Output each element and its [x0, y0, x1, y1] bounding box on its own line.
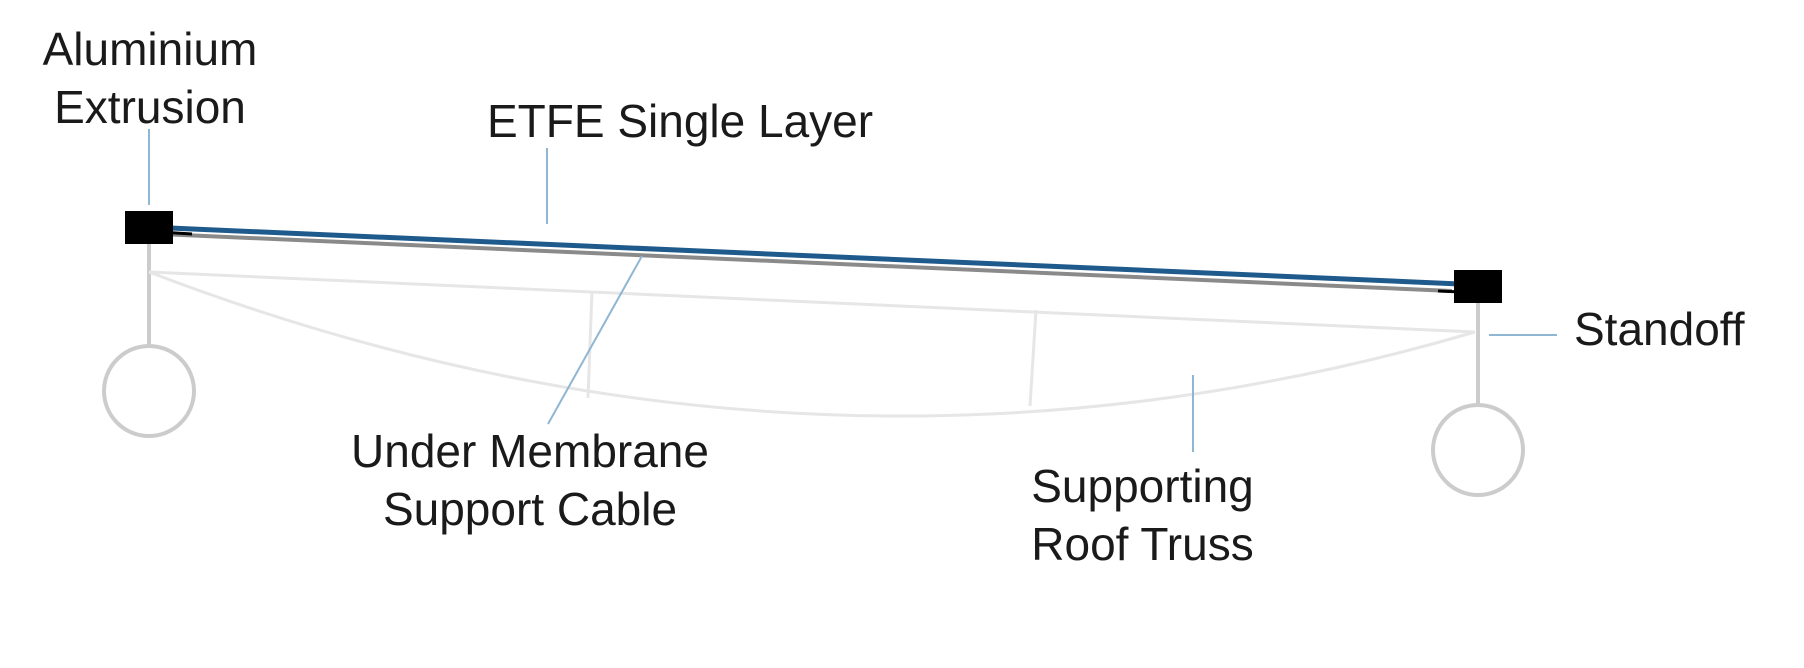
right-aluminium-extrusion: [1454, 270, 1502, 303]
label-aluminium-extrusion: Aluminium Extrusion: [20, 20, 280, 136]
label-under-membrane-cable-line1: Under Membrane: [351, 425, 709, 477]
left-column-circle: [102, 344, 196, 438]
label-under-membrane-cable: Under Membrane Support Cable: [330, 422, 730, 538]
right-support: [1431, 302, 1525, 497]
label-supporting-roof-truss: Supporting Roof Truss: [1015, 457, 1270, 573]
truss-top-chord: [148, 270, 1476, 334]
truss-bottom-chord: [148, 270, 1476, 418]
label-etfe-single-layer: ETFE Single Layer: [487, 92, 873, 150]
support-cable: [159, 232, 1453, 293]
label-aluminium-extrusion-line1: Aluminium: [42, 23, 258, 75]
label-supporting-roof-truss-line2: Roof Truss: [1031, 518, 1254, 570]
truss-web-right: [1028, 309, 1038, 407]
left-aluminium-extrusion: [125, 211, 173, 244]
label-etfe-single-layer-text: ETFE Single Layer: [487, 95, 874, 147]
left-support: [102, 244, 196, 438]
right-column-circle: [1431, 403, 1525, 497]
label-supporting-roof-truss-line1: Supporting: [1031, 460, 1254, 512]
leader-under-membrane-cable: [547, 255, 643, 425]
leader-lines: [148, 129, 1557, 452]
etfe-membrane: [169, 225, 1461, 287]
label-standoff: Standoff: [1574, 300, 1745, 358]
label-standoff-text: Standoff: [1574, 303, 1745, 355]
label-aluminium-extrusion-line2: Extrusion: [54, 81, 246, 133]
roof-truss: [148, 270, 1476, 418]
label-under-membrane-cable-line2: Support Cable: [382, 483, 678, 535]
truss-web-left: [586, 290, 594, 399]
